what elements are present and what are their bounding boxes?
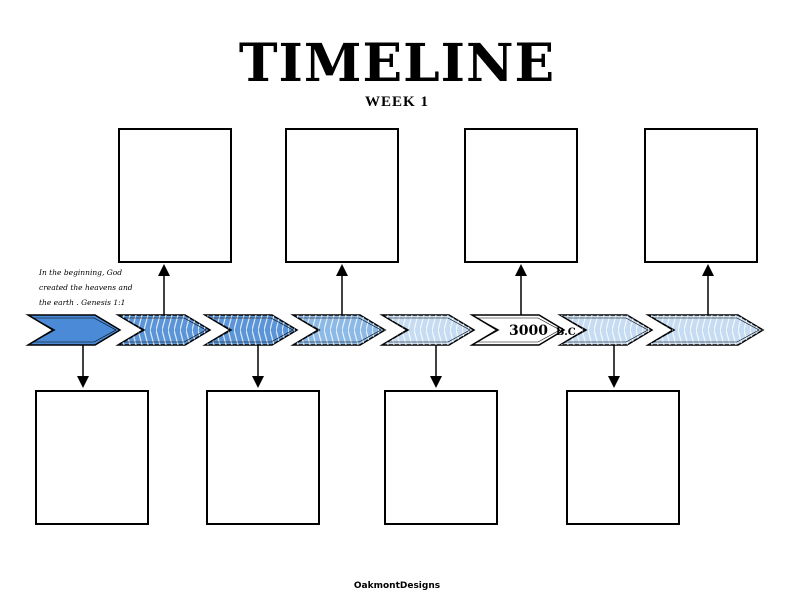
timeline-chevron-inner-outline — [32, 317, 117, 343]
timeline-chevron-stripes — [118, 315, 210, 345]
timeline-chevron-inner-outline — [476, 317, 561, 343]
timeline-chevron-inner-outline — [386, 317, 471, 343]
event-box-top-3[interactable] — [464, 128, 578, 263]
timeline-chevrons — [25, 314, 765, 346]
timeline-chevron-stripes — [560, 315, 652, 345]
timeline-chevron-inner-outline — [122, 317, 207, 343]
page-subtitle: WEEK 1 — [365, 94, 429, 110]
timeline-chevron-inner-outline — [297, 317, 382, 343]
scripture-note-line: created the heavens and — [39, 283, 133, 292]
date-number: 3000 — [509, 323, 548, 339]
event-box-bottom-4[interactable] — [566, 390, 680, 525]
scripture-note: In the beginning, God created the heaven… — [39, 265, 147, 310]
timeline-chevron-inner-outline — [209, 317, 294, 343]
date-suffix: B.C — [556, 327, 576, 338]
event-box-top-1[interactable] — [118, 128, 232, 263]
timeline-chevron-stripes — [648, 315, 763, 345]
timeline-chevron-inner-outline — [564, 317, 649, 343]
scripture-note-line: the earth . Genesis 1:1 — [39, 298, 126, 307]
page-title: TIMELINE — [238, 33, 556, 94]
event-box-bottom-2[interactable] — [206, 390, 320, 525]
event-box-bottom-1[interactable] — [35, 390, 149, 525]
timeline-chevron-stripes — [293, 315, 385, 345]
timeline-chevron-stripes — [205, 315, 297, 345]
designer-credit: OakmontDesigns — [353, 581, 441, 591]
timeline-chevron-stripes — [382, 315, 474, 345]
event-box-top-4[interactable] — [644, 128, 758, 263]
scripture-note-line: In the beginning, God — [39, 268, 123, 277]
timeline-chevron — [469, 314, 566, 346]
timeline-chevron-inner-outline — [652, 317, 760, 343]
event-box-top-2[interactable] — [285, 128, 399, 263]
event-box-bottom-3[interactable] — [384, 390, 498, 525]
date-label: 3000 B.C — [509, 323, 576, 339]
timeline-chevron — [25, 314, 122, 346]
